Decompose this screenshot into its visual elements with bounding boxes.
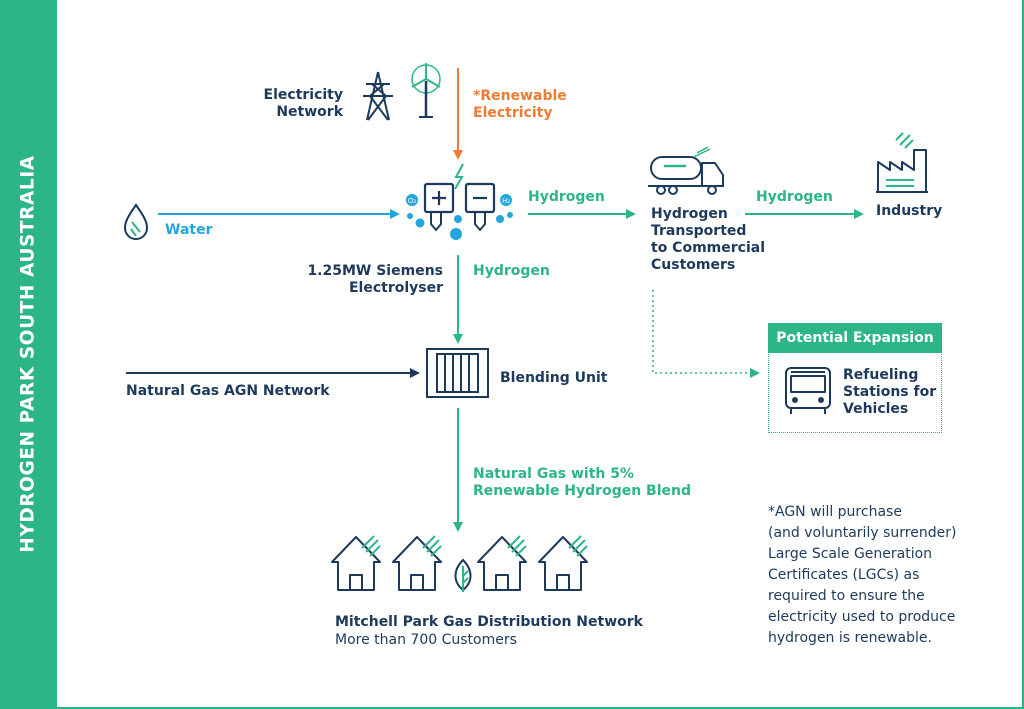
electricity-network-label: Electricity Network [263, 87, 343, 120]
factory-icon [876, 132, 928, 193]
sidebar: HYDROGEN PARK SOUTH AUSTRALIA [0, 0, 57, 709]
water-drop-icon [123, 203, 149, 240]
frame-border [57, 0, 1024, 709]
hydrogen-transported-label: Hydrogen Transported to Commercial Custo… [651, 206, 765, 273]
refueling-stations-label: Refueling Stations for Vehicles [843, 367, 937, 417]
water-label: Water [165, 222, 213, 238]
blending-unit-icon [426, 348, 489, 398]
customers-label: More than 700 Customers [335, 632, 517, 648]
natural-gas-network-label: Natural Gas AGN Network [126, 383, 330, 399]
pylon-icon [363, 71, 393, 121]
leaf-icon [454, 558, 472, 592]
electrolyser-label: 1.25MW Siemens Electrolyser [307, 263, 443, 296]
expansion-dotted-arrow [652, 290, 760, 378]
distribution-network-label: Mitchell Park Gas Distribution Network [335, 614, 643, 630]
industry-label: Industry [876, 203, 943, 219]
hydrogen-industry-flow-label: Hydrogen [756, 189, 833, 205]
house-icon [538, 535, 588, 591]
svg-text:O₂: O₂ [408, 197, 417, 205]
footnote: *AGN will purchase (and voluntarily surr… [768, 504, 957, 646]
blend-label: Natural Gas with 5% Renewable Hydrogen B… [473, 466, 692, 499]
potential-expansion-header: Potential Expansion [768, 323, 942, 353]
tanker-truck-icon [648, 146, 724, 195]
wind-turbine-icon [411, 63, 441, 118]
hydrogen-flow-label: Hydrogen [528, 189, 605, 205]
svg-text:H₂: H₂ [502, 197, 510, 205]
renewable-electricity-label: *Renewable Electricity [473, 88, 567, 121]
house-icon [392, 535, 442, 591]
bus-icon [785, 367, 831, 414]
house-icon [331, 535, 381, 591]
hydrogen-down-flow-label: Hydrogen [473, 263, 550, 279]
blending-unit-label: Blending Unit [500, 370, 608, 386]
electrolyser-icon: O₂ H₂ [406, 163, 513, 240]
house-icon [477, 535, 527, 591]
